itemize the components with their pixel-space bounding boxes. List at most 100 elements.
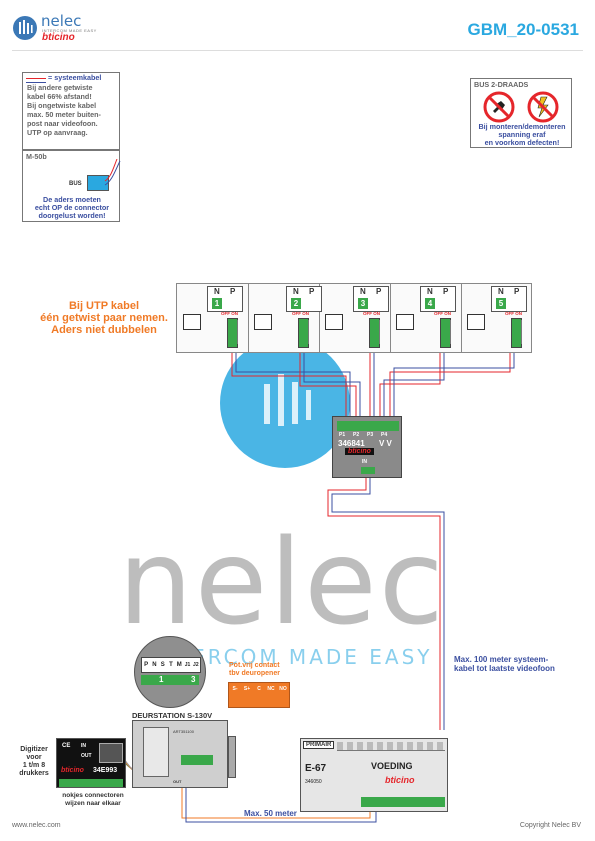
np-p: P bbox=[376, 287, 382, 296]
np-box: N P 2 bbox=[286, 286, 322, 312]
monitor-unit[interactable]: N P 4 OFF ON bbox=[390, 284, 462, 352]
cable-note-box: = systeemkabel Bij andere getwiste kabel… bbox=[22, 72, 120, 150]
m50b-title: M-50b bbox=[26, 152, 47, 161]
door-station-code: ART351100 bbox=[173, 729, 194, 734]
np-n: N bbox=[214, 287, 220, 296]
distributor-port: P3 bbox=[367, 432, 374, 438]
np-p: P bbox=[443, 287, 449, 296]
distributor-port: P1 bbox=[339, 432, 346, 438]
digitizer-in: IN bbox=[81, 743, 86, 749]
system-cable-line: Max. 100 meter systeem- bbox=[454, 655, 549, 664]
bus-warning-box: BUS 2-DRAADS Bij monteren/demonteren spa… bbox=[470, 78, 572, 148]
cable-note-line: UTP op aanvraag. bbox=[27, 128, 88, 137]
distributor-ports bbox=[337, 421, 399, 431]
power-primair: PRIMAIR bbox=[303, 741, 335, 749]
door-station[interactable]: ART351100 OUT bbox=[132, 720, 228, 788]
off-on-label: OFF ON bbox=[505, 311, 522, 316]
distributor-brand: bticino bbox=[345, 448, 374, 455]
power-supply[interactable]: PRIMAIR E-67 VOEDING bticino 346050 bbox=[300, 738, 448, 812]
cable-note-line: Bij ongetwiste kabel bbox=[27, 101, 97, 110]
contact-title: Pot.vrij contact tbv deuropener bbox=[229, 662, 280, 678]
door-station-title: DEURSTATION S-130V bbox=[132, 711, 213, 720]
footer-url[interactable]: www.nelec.com bbox=[12, 822, 61, 829]
door-station-module bbox=[143, 727, 169, 777]
contact-pin: NO bbox=[279, 686, 287, 692]
monitor-unit[interactable]: N P 2 OFF ON bbox=[248, 284, 322, 352]
system-cable-note: Max. 100 meter systeem- kabel tot laatst… bbox=[454, 655, 584, 673]
monitor-unit[interactable]: N P 3 OFF ON bbox=[319, 284, 391, 352]
terminal-labels bbox=[308, 320, 317, 344]
system-cable-line: kabel tot laatste videofoon bbox=[454, 664, 555, 673]
monitor-row: N P 1 OFF ON N P 2 OFF ON N P 3 OFF ON bbox=[176, 283, 532, 353]
door-pin: N bbox=[152, 662, 157, 668]
door-station-side bbox=[228, 736, 236, 778]
digitizer-label-line: voor bbox=[26, 754, 42, 761]
bus-warning-line: en voorkom defecten! bbox=[484, 138, 560, 147]
door-pin: T bbox=[169, 662, 173, 668]
digitizer-terminal bbox=[59, 779, 123, 787]
digitizer[interactable]: CE IN OUT bticino 34E993 bbox=[56, 738, 126, 788]
monitor-screen-icon bbox=[325, 314, 343, 330]
door-pin: S bbox=[160, 662, 165, 668]
logo[interactable]: nelec INTERCOM MADE EASY bticino bbox=[12, 12, 112, 44]
nelec-logo-icon bbox=[13, 16, 37, 40]
cable-note-line: post naar videofoon. bbox=[27, 119, 98, 128]
cable-note-line: kabel 66% afstand! bbox=[27, 92, 92, 101]
power-bottom-terminals bbox=[361, 797, 445, 807]
distributor-in-label: IN bbox=[362, 459, 367, 465]
digitizer-connector bbox=[99, 743, 123, 763]
power-code: 346050 bbox=[305, 779, 322, 785]
distributor-in-terminal bbox=[361, 467, 375, 474]
np-box: N P 5 bbox=[491, 286, 527, 312]
cable-legend-text: = systeemkabel bbox=[48, 73, 102, 82]
watermark-word: nelec bbox=[118, 513, 446, 651]
power-top-terminals bbox=[337, 742, 445, 751]
terminal-labels bbox=[450, 320, 459, 344]
contact-pin: NC bbox=[267, 686, 275, 692]
logo-tagline: INTERCOM MADE EASY bbox=[42, 28, 97, 33]
monitor-number: 5 bbox=[496, 298, 506, 309]
m50b-note: echt OP de connector bbox=[34, 203, 110, 212]
contact-block[interactable]: S- S+ C NC NO bbox=[228, 682, 290, 708]
monitor-unit[interactable]: N P 1 OFF ON bbox=[177, 284, 249, 352]
monitor-unit[interactable]: N P 5 OFF ON bbox=[461, 284, 531, 352]
distributor-port: P4 bbox=[381, 432, 388, 438]
door-pin: J2 bbox=[193, 662, 199, 668]
cable-legend-line bbox=[26, 78, 46, 83]
bus-warning-line: spanning eraf bbox=[498, 130, 546, 139]
np-box: N P 4 bbox=[420, 286, 456, 312]
header-divider bbox=[12, 50, 583, 51]
digitizer-model: 34E993 bbox=[93, 767, 118, 774]
monitor-screen-icon bbox=[254, 314, 272, 330]
terminal-labels bbox=[379, 320, 388, 344]
utp-note-line: één getwist paar nemen. bbox=[40, 312, 168, 324]
cable-note-line: max. 50 meter buiten- bbox=[27, 110, 101, 119]
door-pin: P bbox=[144, 662, 149, 668]
m50b-connector bbox=[87, 175, 109, 191]
monitor-number: 1 bbox=[212, 298, 222, 309]
m50b-bus-label: BUS bbox=[69, 181, 82, 187]
power-model: E-67 bbox=[305, 763, 327, 774]
utp-note-line: Aders niet dubbelen bbox=[51, 324, 157, 336]
m50b-note: doorgelust worden! bbox=[38, 211, 106, 220]
door-num-3: 3 bbox=[191, 675, 196, 684]
door-pin-terminal: 1 3 bbox=[141, 675, 199, 685]
contact-title-line: Pot.vrij contact bbox=[229, 662, 280, 669]
digitizer-note: nokjes connectoren wijzen naar elkaar bbox=[58, 792, 128, 808]
monitor-screen-icon bbox=[396, 314, 414, 330]
contact-title-line: tbv deuropener bbox=[229, 670, 280, 677]
no-lightning-icon bbox=[527, 91, 559, 123]
cable-note-line: Bij andere getwiste bbox=[27, 83, 93, 92]
distributor[interactable]: P1 P2 P3 P4 346841 V V bticino IN bbox=[332, 416, 402, 478]
door-out-label: OUT bbox=[173, 779, 182, 784]
np-n: N bbox=[293, 287, 299, 296]
np-n: N bbox=[360, 287, 366, 296]
np-box: N P 1 bbox=[207, 286, 243, 312]
distributor-vv: V V bbox=[379, 439, 392, 448]
monitor-number: 2 bbox=[291, 298, 301, 309]
off-on-label: OFF ON bbox=[363, 311, 380, 316]
digitizer-label-line: drukkers bbox=[19, 770, 49, 777]
np-n: N bbox=[427, 287, 433, 296]
off-on-label: OFF ON bbox=[221, 311, 238, 316]
